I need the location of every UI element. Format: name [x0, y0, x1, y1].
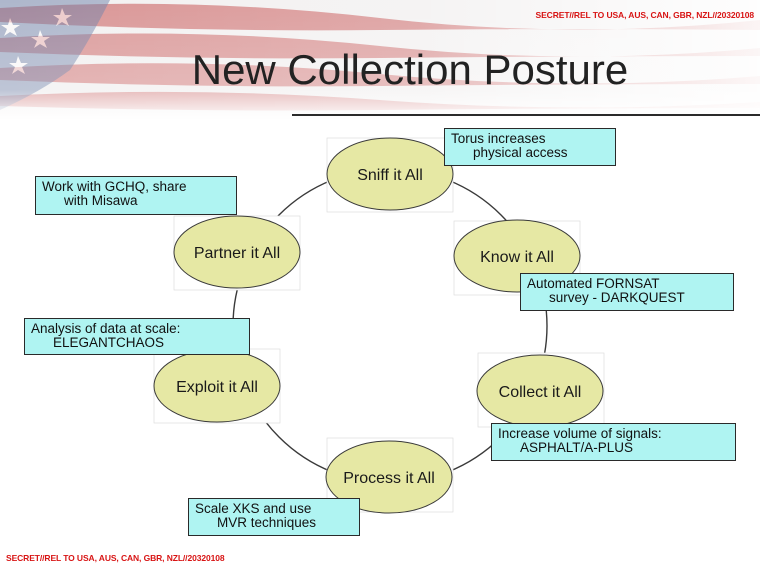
- callout-collect: Increase volume of signals: ASPHALT/A-PL…: [491, 423, 736, 461]
- stage-label-sniff: Sniff it All: [357, 167, 423, 184]
- callout-process-line-2: MVR techniques: [217, 515, 317, 530]
- callout-process: Scale XKS and use MVR techniques: [188, 498, 360, 536]
- callout-partner-line-2: with Misawa: [64, 193, 138, 208]
- callout-collect-line-1: Increase volume of signals:: [498, 426, 662, 441]
- callout-process-line-1: Scale XKS and use: [195, 501, 312, 516]
- callout-exploit-line-1: Analysis of data at scale:: [31, 321, 181, 336]
- callout-partner: Work with GCHQ, share with Misawa: [35, 176, 237, 215]
- callout-sniff-line-1: Torus increases: [451, 131, 546, 146]
- stage-node-partner: Partner it All: [173, 215, 301, 291]
- callout-know-line-2: survey - DARKQUEST: [549, 290, 685, 305]
- callout-exploit: Analysis of data at scale: ELEGANTCHAOS: [24, 318, 250, 355]
- stage-node-exploit: Exploit it All: [153, 348, 281, 424]
- callout-exploit-line-2: ELEGANTCHAOS: [53, 335, 165, 350]
- callout-sniff-line-2: physical access: [473, 145, 568, 160]
- stage-node-sniff: Sniff it All: [326, 137, 454, 213]
- callout-sniff: Torus increases physical access: [444, 128, 616, 166]
- stage-label-process: Process it All: [343, 470, 435, 487]
- classification-marking-top: SECRET//REL TO USA, AUS, CAN, GBR, NZL//…: [535, 10, 755, 20]
- classification-marking-bottom: SECRET//REL TO USA, AUS, CAN, GBR, NZL//…: [6, 553, 225, 563]
- stage-label-know: Know it All: [480, 249, 554, 266]
- stage-label-collect: Collect it All: [499, 384, 582, 401]
- callout-know: Automated FORNSAT survey - DARKQUEST: [520, 273, 734, 311]
- callout-know-line-1: Automated FORNSAT: [527, 276, 660, 291]
- slide-title: New Collection Posture: [191, 46, 629, 93]
- title-underline: [292, 114, 760, 116]
- flag-banner: [0, 0, 760, 120]
- stage-node-collect: Collect it All: [476, 352, 605, 428]
- callout-partner-line-1: Work with GCHQ, share: [42, 179, 187, 194]
- callout-collect-line-2: ASPHALT/A-PLUS: [520, 440, 634, 455]
- stage-label-exploit: Exploit it All: [176, 379, 258, 396]
- stage-label-partner: Partner it All: [194, 245, 280, 262]
